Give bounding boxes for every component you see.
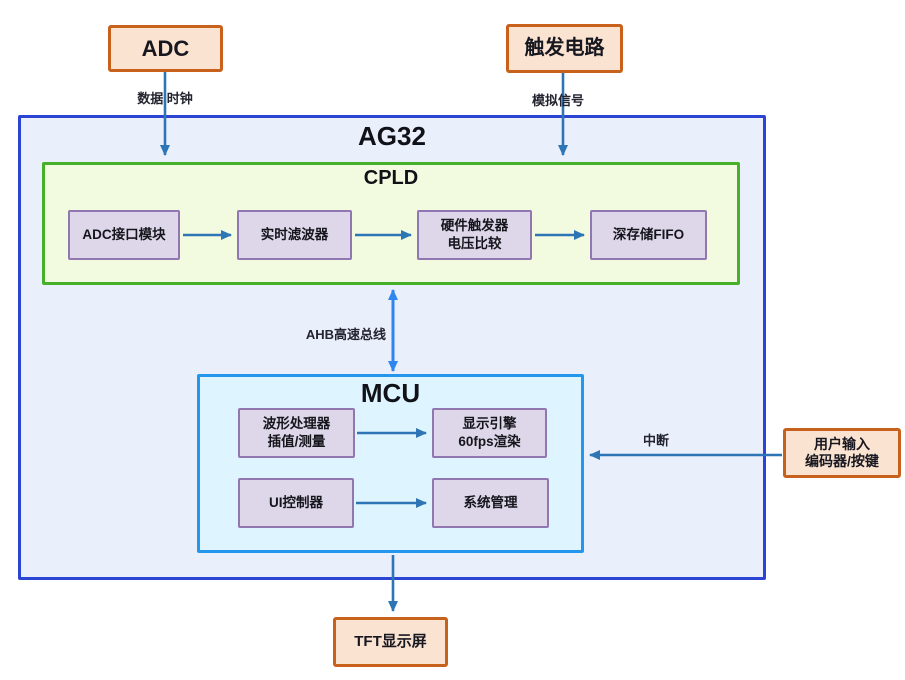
adc-box-label: ADC: [141, 35, 190, 61]
mcu-title: MCU: [360, 378, 421, 408]
mcu-module-waveform-processor: 波形处理器 插值/测量: [238, 408, 355, 458]
cpld-module-hw-trigger: 硬件触发器 电压比较: [417, 210, 532, 260]
cpld-module-deep-fifo-label: 深存储FIFO: [612, 226, 685, 242]
user-input-line1: 用户输入: [814, 435, 870, 452]
ag32-title: AG32: [358, 121, 426, 151]
trigger-circuit-box: 触发电路: [506, 24, 623, 73]
edge-label-data-clock: 数据 时钟: [137, 91, 193, 106]
mcu-module-waveform-line1: 波形处理器: [262, 415, 331, 431]
edge-label-analog-signal: 模拟信号: [531, 93, 584, 108]
mcu-module-ui-controller: UI控制器: [238, 478, 354, 528]
edge-label-interrupt: 中断: [642, 433, 669, 448]
mcu-module-display-line2: 60fps渲染: [458, 434, 521, 449]
user-input-box: 用户输入 编码器/按键: [783, 428, 901, 478]
cpld-module-hw-trigger-line1: 硬件触发器: [440, 217, 509, 233]
cpld-module-deep-fifo: 深存储FIFO: [590, 210, 707, 260]
mcu-module-system-mgmt: 系统管理: [432, 478, 549, 528]
mcu-module-display-line1: 显示引擎: [462, 415, 517, 431]
adc-box: ADC: [108, 25, 223, 72]
mcu-module-waveform-line2: 插值/测量: [267, 434, 326, 449]
tft-display-box: TFT显示屏: [333, 617, 448, 667]
cpld-module-adc-interface: ADC接口模块: [68, 210, 180, 260]
cpld-module-hw-trigger-line2: 电压比较: [447, 236, 502, 251]
cpld-module-adc-interface-label: ADC接口模块: [82, 226, 166, 242]
trigger-circuit-label: 触发电路: [524, 37, 605, 59]
cpld-module-realtime-filter: 实时滤波器: [237, 210, 352, 260]
mcu-module-system-mgmt-label: 系统管理: [463, 494, 518, 510]
mcu-module-ui-controller-label: UI控制器: [269, 494, 323, 510]
mcu-module-display-engine: 显示引擎 60fps渲染: [432, 408, 547, 458]
tft-display-label: TFT显示屏: [354, 632, 427, 650]
edge-label-ahb-bus: AHB高速总线: [305, 327, 386, 342]
mcu-container: MCU 波形处理器 插值/测量 显示引擎 60fps渲染 UI控制器 系统管理: [197, 374, 584, 553]
user-input-line2: 编码器/按键: [805, 453, 879, 469]
ag32-container: AG32 CPLD ADC接口模块 实时滤波器 硬件触发器 电压比较 深存储FI…: [18, 115, 766, 580]
cpld-title: CPLD: [363, 167, 419, 189]
cpld-container: CPLD ADC接口模块 实时滤波器 硬件触发器 电压比较 深存储FIFO: [42, 162, 740, 285]
cpld-module-realtime-filter-label: 实时滤波器: [260, 226, 329, 242]
